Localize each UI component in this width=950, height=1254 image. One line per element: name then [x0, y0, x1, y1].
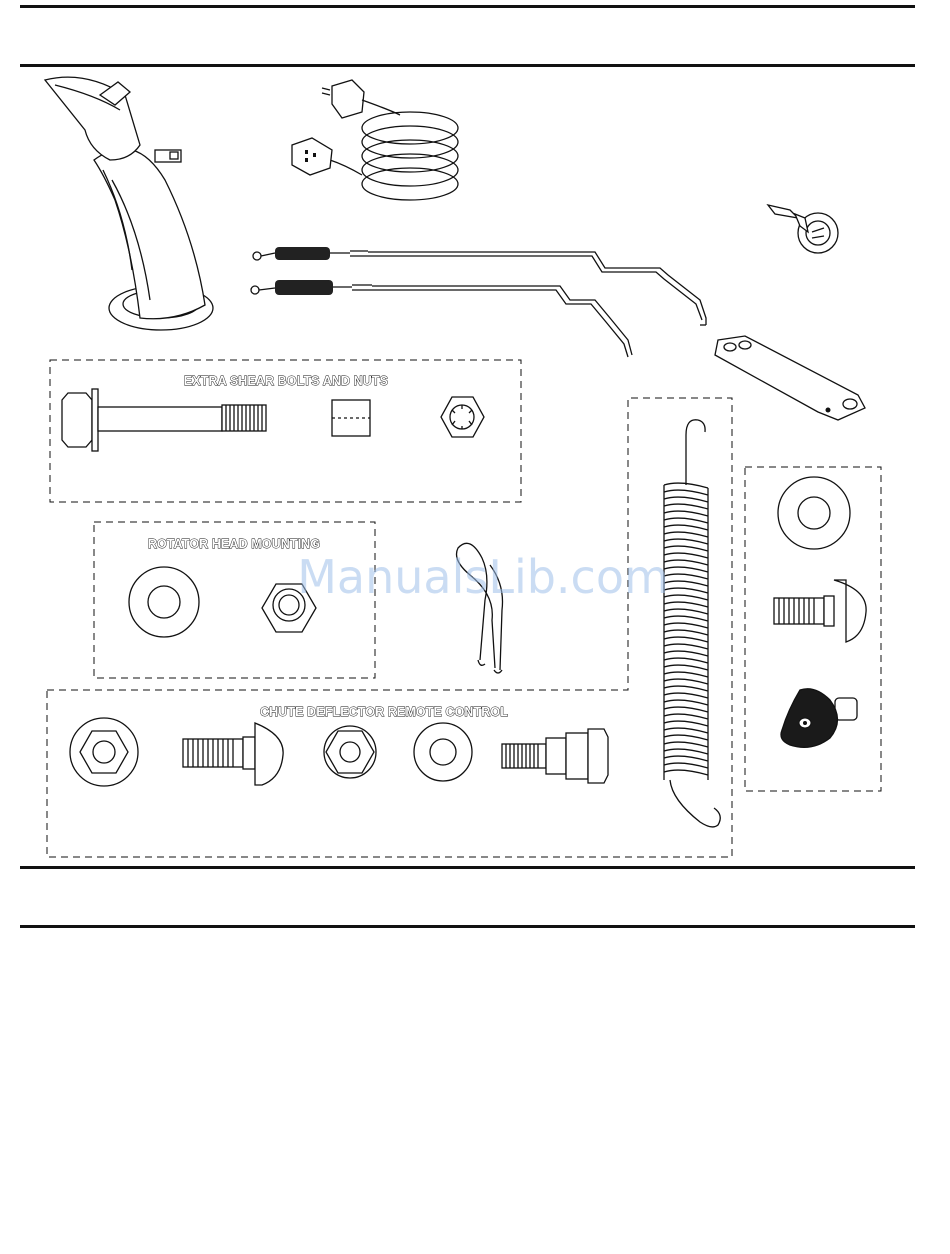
knob-washer [778, 477, 850, 549]
knob-carriage-bolt [774, 580, 866, 642]
deflector-washer [414, 723, 472, 781]
extension-cord [292, 80, 458, 200]
chute-deflector-label: CHUTE DEFLECTOR REMOTE CONTROL [260, 705, 508, 719]
discharge-chute [45, 77, 213, 330]
shear-bolt [62, 389, 266, 451]
ignition-key [768, 205, 838, 253]
deflector-carriage-bolt [183, 723, 283, 785]
wing-knob [781, 689, 857, 748]
rotator-washer [129, 567, 199, 637]
deflector-flange-nut [70, 718, 138, 786]
watermark-text: ManualsLib.com [297, 550, 669, 604]
bracket-plate [715, 336, 865, 420]
extension-spring [664, 420, 720, 827]
deflector-hex-nut [324, 726, 376, 778]
extra-shear-label: EXTRA SHEAR BOLTS AND NUTS [184, 374, 388, 388]
shear-spacer [332, 400, 370, 436]
shear-locknut [441, 397, 484, 437]
control-cables [251, 247, 706, 357]
deflector-hex-bolt [502, 729, 608, 783]
rotator-head-label: ROTATOR HEAD MOUNTING [148, 537, 320, 551]
